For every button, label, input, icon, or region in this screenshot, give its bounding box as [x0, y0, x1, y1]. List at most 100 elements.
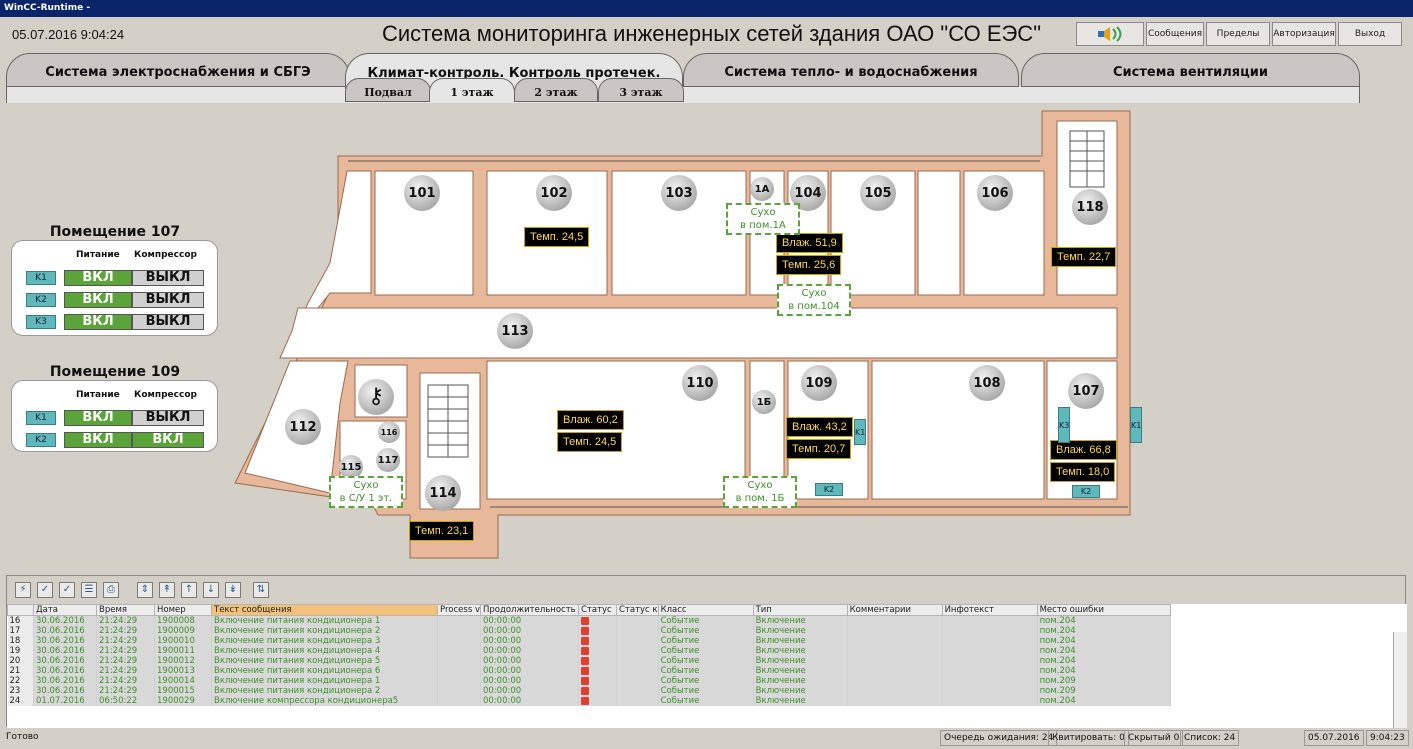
room-109-label[interactable]: 109 [801, 365, 837, 401]
tab-power-supply[interactable]: Система электроснабжения и СБГЭ [6, 53, 350, 87]
subtab-floor-3[interactable]: 3 этаж [598, 78, 684, 102]
leak-sensor-104[interactable]: Сухо в пом.104 [777, 284, 851, 316]
room-1b-label[interactable]: 1Б [752, 390, 776, 414]
cell-place: пом.204 [1037, 666, 1171, 676]
room-114-label[interactable]: 114 [425, 475, 461, 511]
prev-icon[interactable]: ↑ [181, 582, 197, 598]
col-process[interactable]: Process v [437, 604, 481, 616]
exit-button[interactable]: Выход [1338, 22, 1402, 46]
room-108-label[interactable]: 108 [969, 365, 1005, 401]
subtab-basement[interactable]: Подвал [345, 78, 431, 102]
power-state[interactable]: ВКЛ [64, 410, 132, 426]
ack-icon[interactable]: ⚡ [15, 582, 31, 598]
last-icon[interactable]: ↡ [225, 582, 241, 598]
compressor-state[interactable]: ВЫКЛ [132, 314, 204, 330]
cell-empty [437, 666, 481, 676]
ack-all-icon[interactable]: ✓ [37, 582, 53, 598]
room-110-label[interactable]: 110 [682, 365, 718, 401]
cell-cls: Событие [658, 615, 754, 626]
power-state[interactable]: ВКЛ [64, 314, 132, 330]
col-time[interactable]: Время [96, 604, 155, 616]
subtab-floor-1[interactable]: 1 этаж [429, 78, 515, 102]
first-icon[interactable]: ↟ [159, 582, 175, 598]
leak-sensor-1a[interactable]: Сухо в пом.1А [726, 203, 800, 235]
leak-sensor-115[interactable]: Сухо в С/У 1 эт. [329, 476, 403, 508]
alarm-status-icon [580, 636, 589, 645]
room-105-label[interactable]: 105 [860, 175, 896, 211]
col-date[interactable]: Дата [33, 604, 97, 616]
compressor-state[interactable]: ВКЛ [132, 432, 204, 448]
row-index: 18 [7, 636, 34, 646]
next-icon[interactable]: ↓ [203, 582, 219, 598]
col-text[interactable]: Текст сообщения [211, 604, 438, 616]
ac-unit-k1-107[interactable]: K1 [1130, 407, 1142, 443]
sort-dialog-icon[interactable]: ⇅ [253, 582, 269, 598]
unit-k1-button[interactable]: K1 [26, 271, 56, 285]
room-112-label[interactable]: 112 [285, 409, 321, 445]
room-117-label[interactable]: 117 [376, 448, 400, 472]
cell-empty [942, 686, 1038, 696]
alarm-scrollbar[interactable] [1393, 632, 1407, 749]
print-icon[interactable]: ⎙ [103, 582, 119, 598]
room-104-label[interactable]: 104 [790, 175, 826, 211]
ac-unit-k2-109[interactable]: K2 [815, 483, 843, 496]
tab-ventilation[interactable]: Система вентиляции [1021, 53, 1360, 87]
power-state[interactable]: ВКЛ [64, 292, 132, 308]
room-107-label[interactable]: 107 [1068, 373, 1104, 409]
ac-unit-k1-109[interactable]: K1 [854, 419, 866, 445]
room-1a-label[interactable]: 1А [750, 177, 774, 201]
ack-group-icon[interactable]: ✓ [59, 582, 75, 598]
person-icon: ⚷ [358, 379, 394, 415]
power-state[interactable]: ВКЛ [64, 270, 132, 286]
col-status[interactable]: Статус [577, 604, 617, 616]
room-101-label[interactable]: 101 [404, 175, 440, 211]
col-comments[interactable]: Комментарии [846, 604, 943, 616]
col-type[interactable]: Тип [752, 604, 848, 616]
col-duration[interactable]: Продолжительность [479, 604, 579, 616]
sound-button[interactable] [1076, 22, 1144, 46]
report-icon[interactable]: ☰ [81, 582, 97, 598]
sort-icon[interactable]: ⇕ [137, 582, 153, 598]
unit-k3-button[interactable]: K3 [26, 315, 56, 329]
ac-unit-k2-107[interactable]: K2 [1072, 485, 1100, 498]
ac-unit-k3-107[interactable]: K3 [1058, 407, 1070, 443]
col-place[interactable]: Место ошибки [1036, 604, 1171, 616]
room-116-label[interactable]: 116 [378, 421, 400, 443]
authorization-button[interactable]: Авторизация [1272, 22, 1336, 46]
col-status-k[interactable]: Статус к [615, 604, 659, 616]
room-102-label[interactable]: 102 [536, 175, 572, 211]
limits-button[interactable]: Пределы [1206, 22, 1270, 46]
unit-k1-button[interactable]: K1 [26, 411, 56, 425]
room-113-label[interactable]: 113 [497, 313, 533, 349]
room-103-label[interactable]: 103 [661, 175, 697, 211]
status-cell [578, 686, 617, 696]
messages-button[interactable]: Сообщения [1146, 22, 1204, 46]
compressor-state[interactable]: ВЫКЛ [132, 292, 204, 308]
compressor-state[interactable]: ВЫКЛ [132, 270, 204, 286]
col-class[interactable]: Класс [657, 604, 754, 616]
col-infotext[interactable]: Инфотекст [941, 604, 1038, 616]
room-118-label[interactable]: 118 [1072, 189, 1108, 225]
power-state[interactable]: ВКЛ [64, 432, 132, 448]
unit-k2-button[interactable]: K2 [26, 433, 56, 447]
col-number[interactable]: Номер [154, 604, 212, 616]
room-106-label[interactable]: 106 [977, 175, 1013, 211]
cell-date: 30.06.2016 [33, 636, 97, 646]
tab-heat-water[interactable]: Система тепло- и водоснабжения [683, 53, 1019, 87]
unit-k2-button[interactable]: K2 [26, 293, 56, 307]
compressor-state[interactable]: ВЫКЛ [132, 410, 204, 426]
subtab-floor-2[interactable]: 2 этаж [514, 78, 598, 102]
room-115-label[interactable]: 115 [339, 455, 363, 479]
leak-sensor-1b[interactable]: Сухо в пом. 1Б [723, 476, 797, 508]
alarm-status-icon [580, 656, 589, 665]
leak-location: в С/У 1 эт. [339, 493, 393, 504]
